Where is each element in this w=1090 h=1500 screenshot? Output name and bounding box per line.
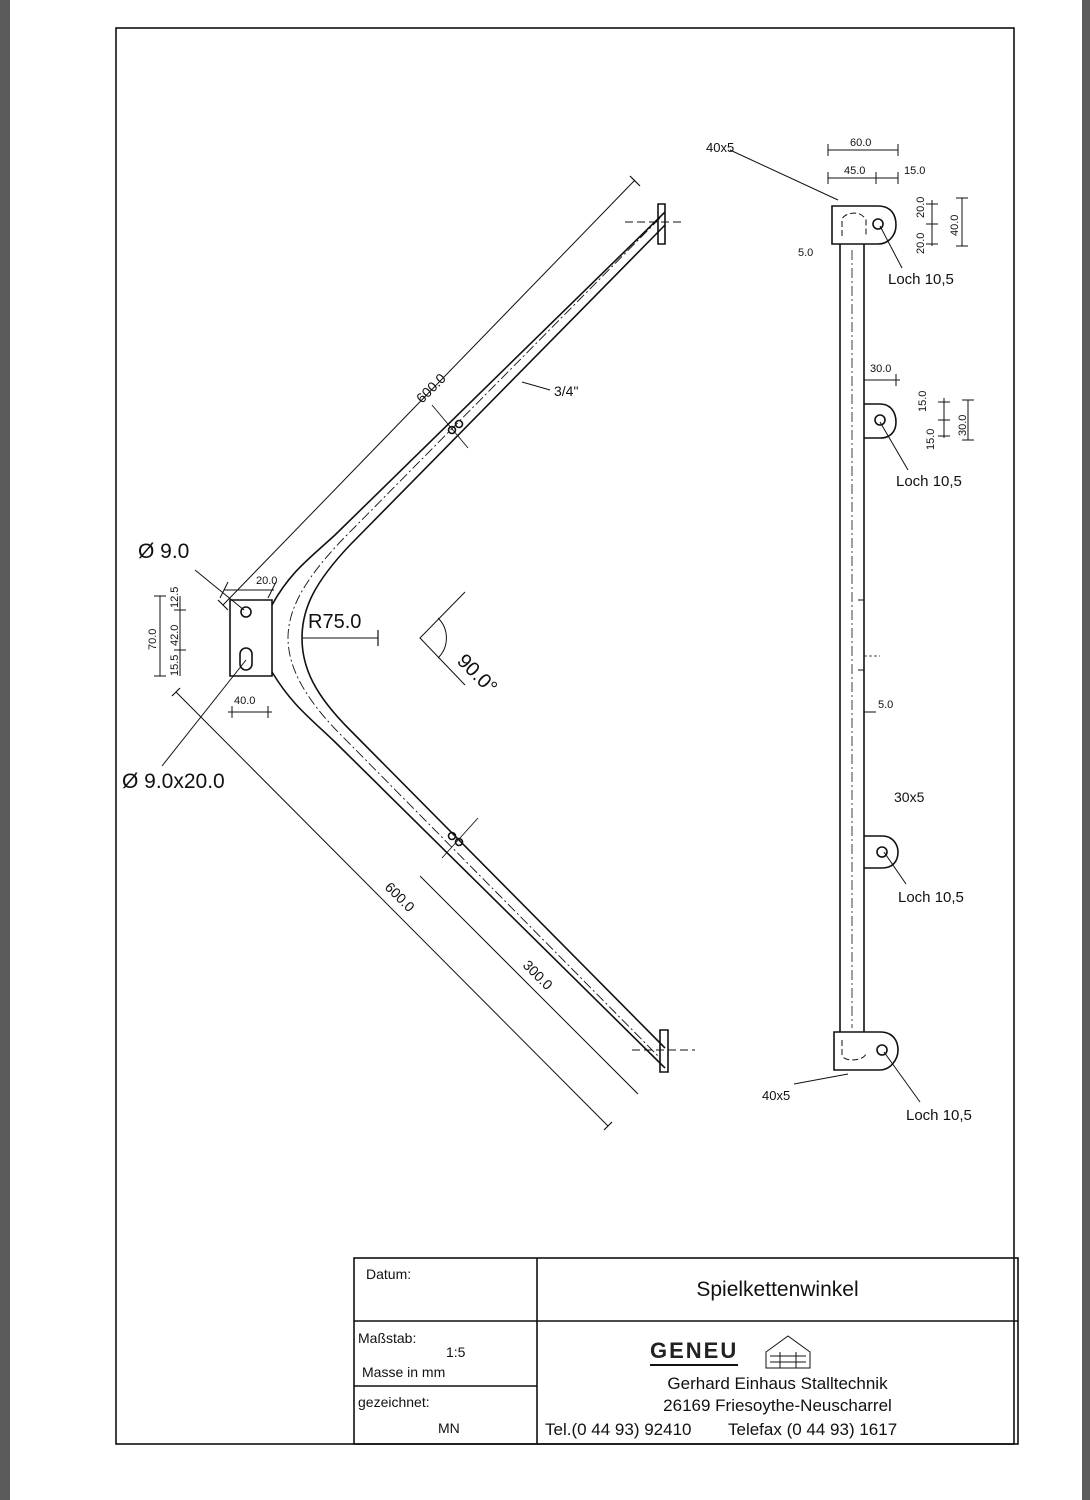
dim-gap-top: 5.0: [798, 247, 813, 259]
dim-pipe-size: 3/4": [554, 383, 578, 399]
pipe-upper-outer: [271, 211, 666, 606]
company-tel: Tel.(0 44 93) 92410: [545, 1420, 692, 1439]
pipe-inner: [301, 224, 666, 1049]
dim-length-part: 300.0: [520, 957, 556, 993]
dim-tab-height-b: 15.0: [925, 429, 937, 450]
dim-plate-width-bottom: 40.0: [234, 695, 255, 707]
drawing-title: Spielkettenwinkel: [696, 1278, 859, 1301]
dim-plate-height-top: 12.5: [169, 587, 181, 608]
slot-hole: [239, 647, 253, 671]
dim-angle: 90.0°: [452, 650, 501, 699]
dim-plate-height-total: 70.0: [147, 629, 159, 650]
dim-flat-height-b: 20.0: [915, 233, 927, 254]
dim-tab-height-a: 15.0: [917, 391, 929, 412]
label-flat-bottom: 40x5: [762, 1088, 790, 1103]
hole-top: [872, 218, 884, 230]
company-name: Gerhard Einhaus Stalltechnik: [667, 1374, 888, 1393]
hole-mid: [874, 414, 886, 426]
masse-label: Masse in mm: [362, 1364, 446, 1380]
tab-lower: [864, 835, 899, 869]
dim-length-upper: 600.0: [413, 370, 449, 406]
dim-hole-round: Ø 9.0: [138, 540, 189, 563]
gezeichnet-label: gezeichnet:: [358, 1394, 430, 1410]
label-hole-bottom: Loch 10,5: [906, 1107, 972, 1124]
round-hole: [240, 606, 252, 618]
label-tab-lower: 30x5: [894, 789, 925, 805]
sheet-border: [115, 27, 1015, 1445]
pipe-centerline: [287, 217, 661, 1059]
mounting-plate: [229, 599, 273, 677]
dim-flat-width-b: 15.0: [904, 165, 925, 177]
massstab-label: Maßstab:: [358, 1330, 417, 1346]
end-cap-bottom: [659, 1029, 669, 1073]
dim-plate-width-top: 20.0: [256, 575, 277, 587]
dim-plate-height-mid: 42.0: [169, 625, 181, 646]
massstab-value: 1:5: [446, 1344, 466, 1360]
title-block-frame: [353, 1257, 1019, 1445]
dim-hole-slot: Ø 9.0x20.0: [122, 770, 225, 793]
tab-mid: [864, 403, 897, 439]
dim-flat-height-total: 40.0: [949, 215, 961, 236]
flat-top: [831, 205, 897, 245]
pipe-lower-outer: [271, 671, 666, 1069]
label-hole-mid: Loch 10,5: [896, 473, 962, 490]
label-hole-top: Loch 10,5: [888, 271, 954, 288]
drawing-sheet: 600.0 600.0 300.0 3/4" Ø 9.0 Ø 9.0x20.0 …: [10, 0, 1082, 1500]
logo-house-icon: [765, 1335, 811, 1369]
dim-flat-width-a: 45.0: [844, 165, 865, 177]
label-hole-lower: Loch 10,5: [898, 889, 964, 906]
dim-plate-height-bottom: 15.5: [169, 655, 181, 676]
flat-bottom: [833, 1031, 899, 1071]
dim-gap-mid: 5.0: [878, 699, 893, 711]
gezeichnet-value: MN: [438, 1420, 460, 1436]
hole-bottom: [876, 1044, 888, 1056]
company-address: 26169 Friesoythe-Neuscharrel: [663, 1396, 892, 1415]
datum-label: Datum:: [366, 1266, 412, 1282]
straight-bar-view: [729, 144, 974, 1103]
technical-drawing: 600.0 600.0 300.0 3/4" Ø 9.0 Ø 9.0x20.0 …: [115, 27, 1019, 1445]
label-flat-top: 40x5: [706, 140, 734, 155]
dim-tab-width: 30.0: [870, 363, 891, 375]
end-cap-top: [657, 203, 666, 245]
dim-flat-height-a: 20.0: [915, 197, 927, 218]
dim-radius: R75.0: [308, 611, 361, 633]
dim-tab-height-total: 30.0: [957, 415, 969, 436]
dim-length-lower: 600.0: [382, 879, 418, 915]
dim-flat-width-total: 60.0: [850, 137, 871, 149]
bent-bracket-view: [154, 175, 695, 1131]
company-logo: GENEU: [650, 1338, 739, 1366]
hole-lower: [876, 846, 888, 858]
company-fax: Telefax (0 44 93) 1617: [728, 1420, 898, 1439]
